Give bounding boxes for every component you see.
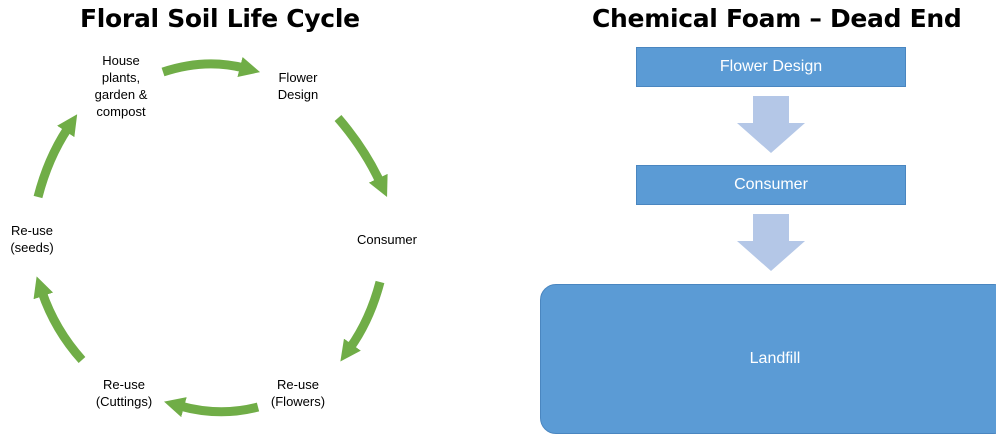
cycle-arrow-consumer-to-reuse-flowers <box>340 280 385 362</box>
node-reuse-seeds: Re-use (seeds) <box>10 223 54 255</box>
cycle-arrows <box>33 56 388 418</box>
cycle-arrow-house-to-flower <box>161 56 261 77</box>
down-arrow-1 <box>737 96 805 153</box>
step-landfill-label: Landfill <box>749 350 801 367</box>
step-flower-design: Flower Design <box>636 47 906 87</box>
cycle-arrow-seeds-to-house <box>33 114 78 199</box>
cycle-arrow-cuttings-to-seeds <box>33 276 86 364</box>
node-house-plants: House plants, garden & compost <box>94 53 148 119</box>
node-reuse-cuttings: Re-use (Cuttings) <box>95 377 153 409</box>
down-arrow-2 <box>737 214 805 271</box>
step-flower-design-label: Flower Design <box>719 58 823 75</box>
step-consumer-label: Consumer <box>734 176 808 193</box>
dead-end-title: Chemical Foam – Dead End <box>592 4 962 33</box>
step-consumer: Consumer <box>636 165 906 205</box>
cycle-arrow-reuse-flowers-to-cuttings <box>164 397 260 418</box>
cycle-title: Floral Soil Life Cycle <box>80 4 360 33</box>
node-consumer: Consumer <box>357 232 417 247</box>
node-flower-design: Flower Design <box>277 70 319 102</box>
cycle-arrow-flower-to-consumer <box>334 115 388 197</box>
node-reuse-flowers: Re-use (Flowers) <box>270 377 326 409</box>
step-landfill: Landfill <box>540 284 996 434</box>
